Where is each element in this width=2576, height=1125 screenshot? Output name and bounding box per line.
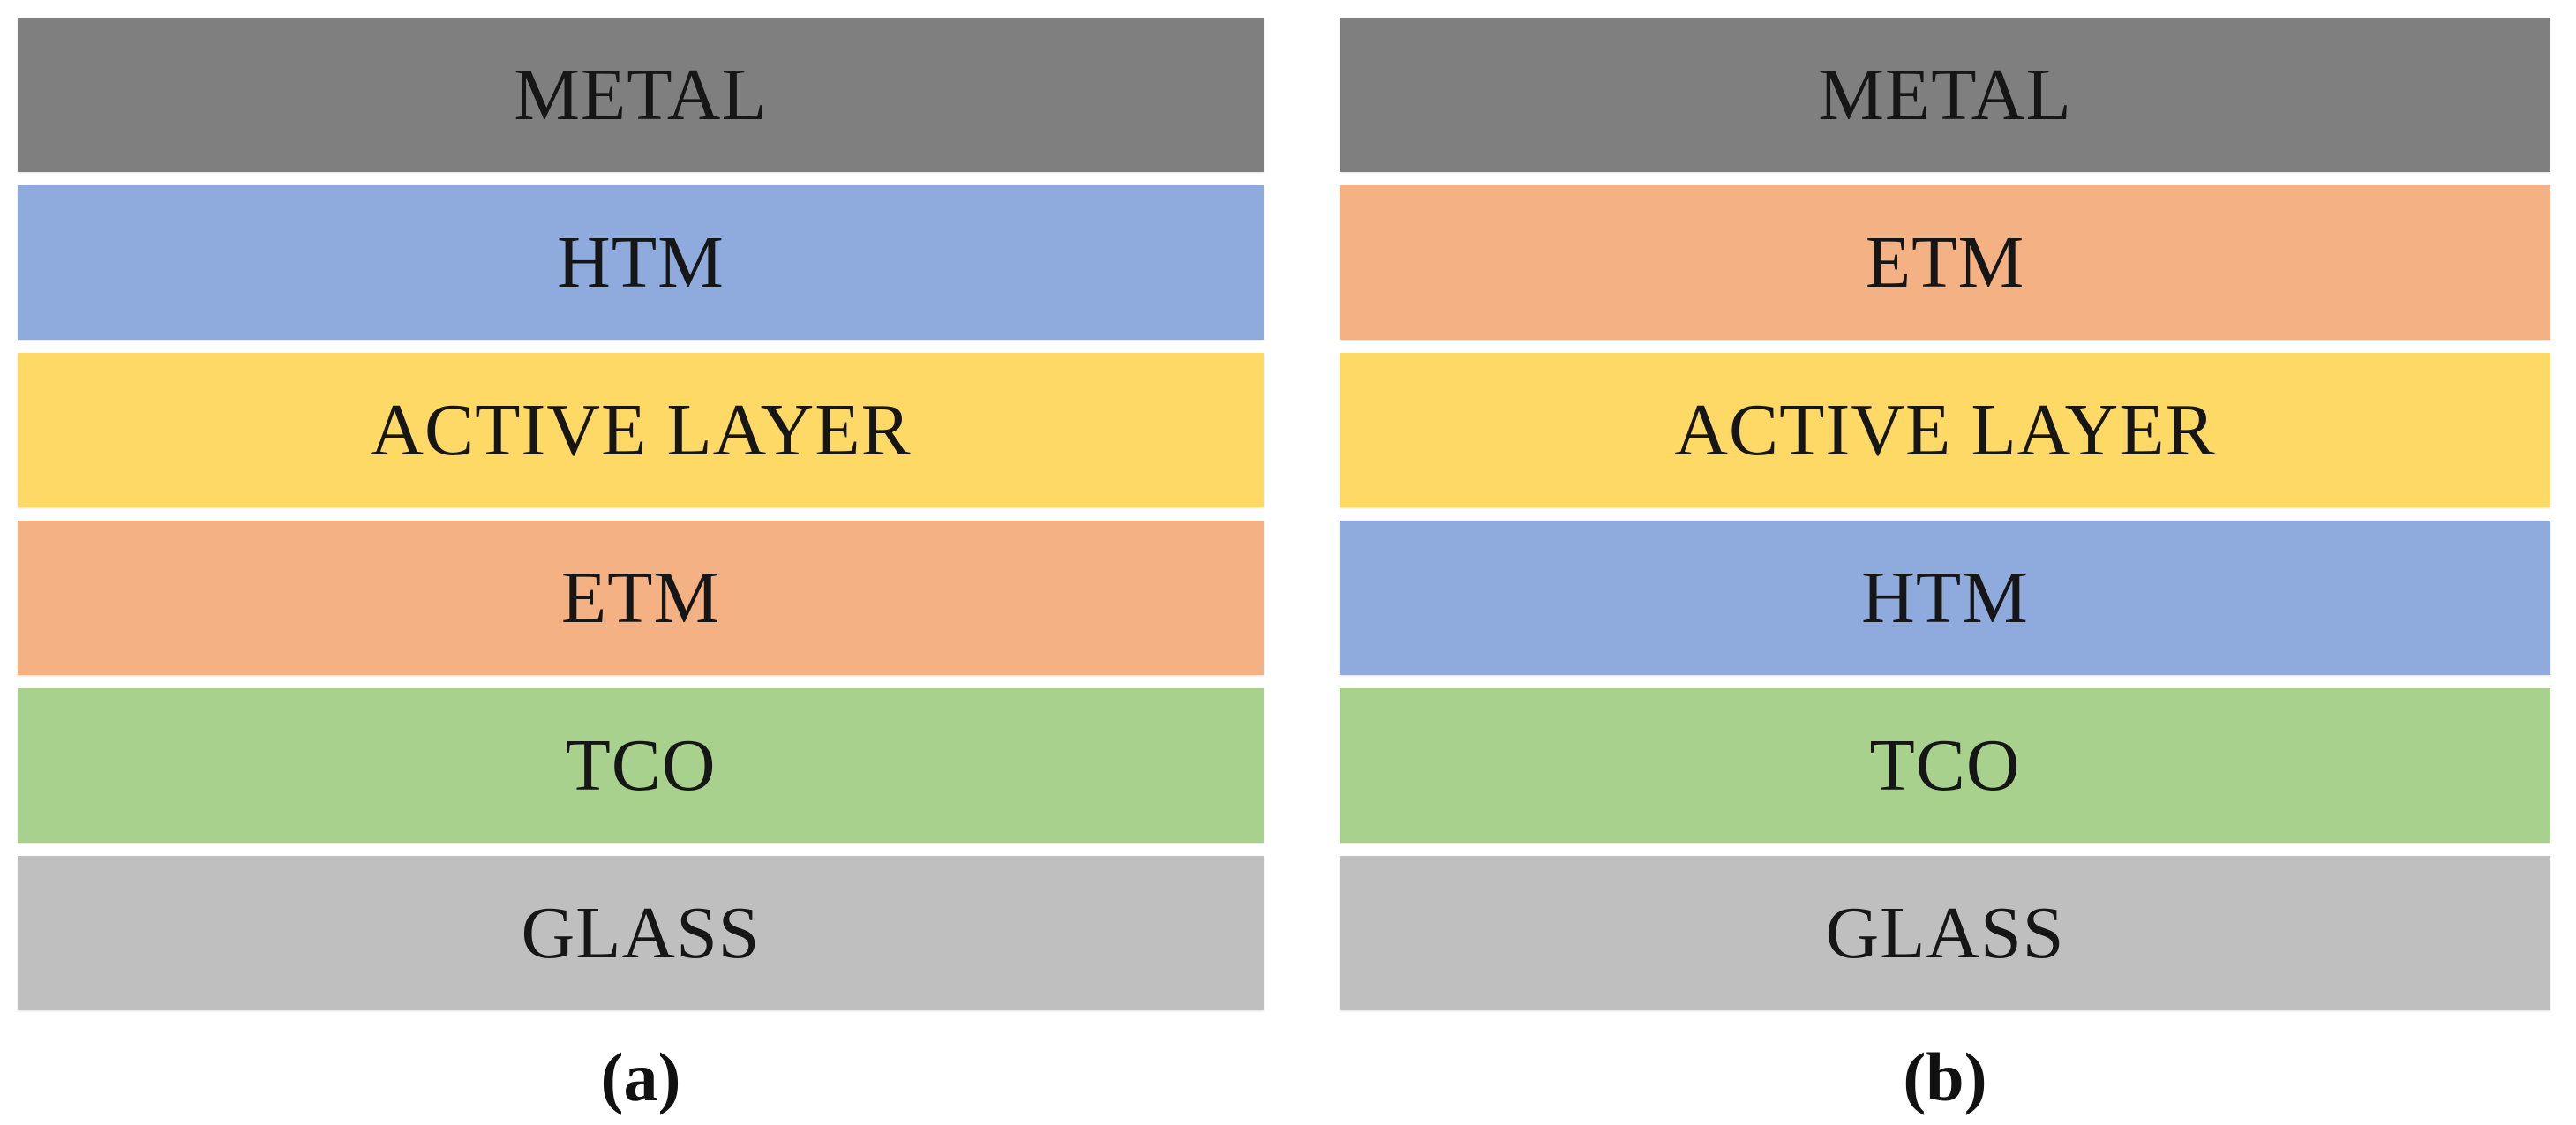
layer-etm-b-label: ETM <box>1865 221 2025 304</box>
layer-tco-a-label: TCO <box>565 724 717 806</box>
layer-metal-b-label: METAL <box>1818 53 2072 136</box>
panel-b-caption: (b) <box>1903 1039 1987 1115</box>
layer-active-b-label: ACTIVE LAYER <box>1674 388 2216 471</box>
panel-b: METAL ETM ACTIVE LAYER HTM TCO GLASS (b) <box>1340 18 2550 1115</box>
layer-active-a: ACTIVE LAYER <box>18 353 1264 507</box>
layer-htm-a: HTM <box>18 185 1264 340</box>
layer-etm-a-label: ETM <box>560 556 721 639</box>
layer-tco-b: TCO <box>1340 688 2550 843</box>
layer-metal-a-label: METAL <box>514 53 768 136</box>
layer-glass-b-label: GLASS <box>1825 891 2065 974</box>
panel-a: METAL HTM ACTIVE LAYER ETM TCO GLASS (a) <box>18 18 1264 1115</box>
layer-htm-b-label: HTM <box>1861 556 2029 639</box>
layer-glass-a: GLASS <box>18 856 1264 1010</box>
layer-glass-b: GLASS <box>1340 856 2550 1010</box>
layer-active-b: ACTIVE LAYER <box>1340 353 2550 507</box>
layer-tco-b-label: TCO <box>1869 724 2021 806</box>
layer-etm-a: ETM <box>18 521 1264 675</box>
layer-metal-b: METAL <box>1340 18 2550 172</box>
layer-tco-a: TCO <box>18 688 1264 843</box>
layer-metal-a: METAL <box>18 18 1264 172</box>
panel-a-caption: (a) <box>600 1039 681 1115</box>
layer-etm-b: ETM <box>1340 185 2550 340</box>
layer-active-a-label: ACTIVE LAYER <box>370 388 912 471</box>
layer-htm-a-label: HTM <box>557 221 725 304</box>
layer-htm-b: HTM <box>1340 521 2550 675</box>
layer-glass-a-label: GLASS <box>521 891 761 974</box>
